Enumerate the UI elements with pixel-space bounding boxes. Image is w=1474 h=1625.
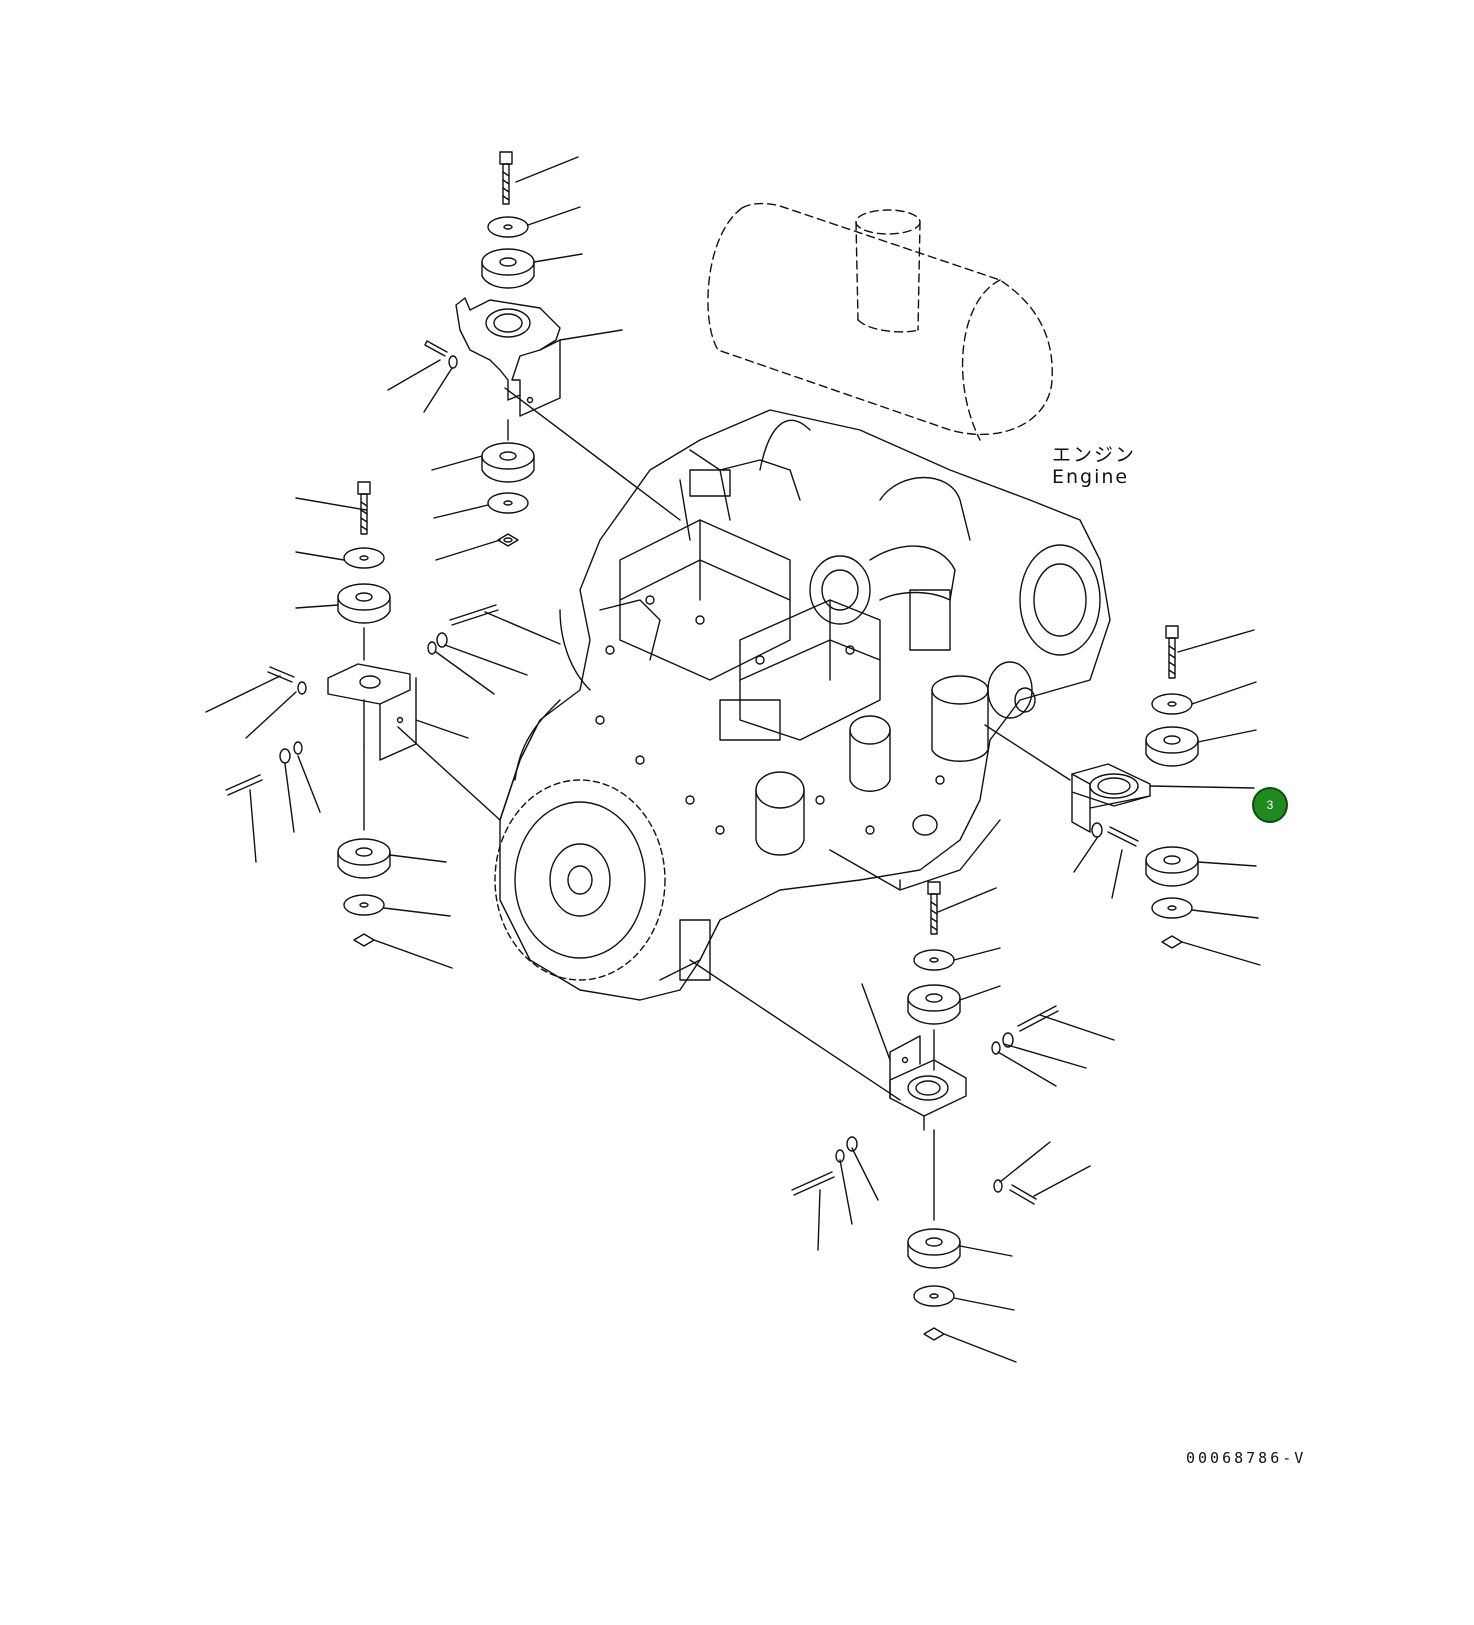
mount-group-top bbox=[387, 151, 623, 561]
muffler-outline bbox=[707, 202, 1053, 441]
engine-label-en: Engine bbox=[1052, 466, 1130, 488]
mount-group-left bbox=[205, 481, 561, 969]
callout-3-number: 3 bbox=[1266, 798, 1274, 812]
mount-group-right bbox=[1071, 625, 1261, 966]
engine-block bbox=[494, 409, 1111, 1001]
engine-label: エンジン Engine bbox=[1052, 444, 1136, 488]
mount-group-bottom bbox=[791, 881, 1115, 1363]
drawing-code: 00068786-V bbox=[1186, 1449, 1307, 1467]
engine-label-jp: エンジン bbox=[1052, 444, 1137, 466]
callout-3[interactable]: 3 bbox=[1252, 787, 1288, 823]
